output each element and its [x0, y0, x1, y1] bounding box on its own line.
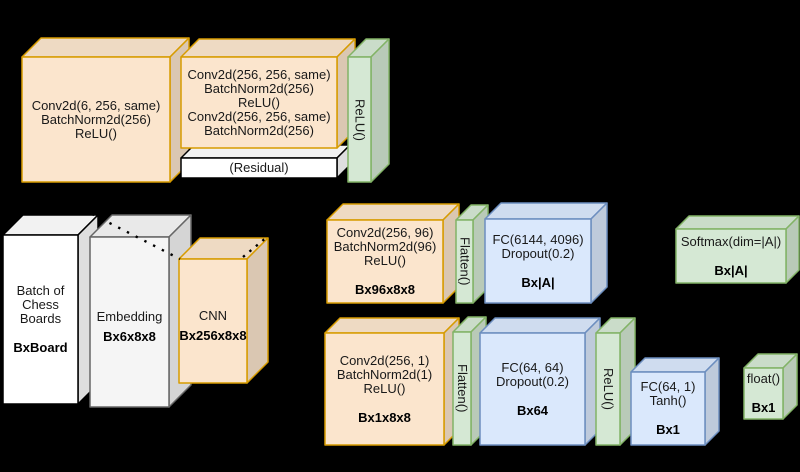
text-line: BatchNorm2d(96) — [333, 239, 437, 254]
tensor-dim-label: Bx|A| — [714, 262, 748, 278]
tensor-dim-label: Bx1 — [656, 422, 680, 437]
box-faces — [743, 353, 798, 420]
node-relu-block-label: ReLU() — [348, 57, 371, 182]
text-line: Softmax(dim=|A|) — [680, 233, 782, 249]
box-faces — [326, 203, 460, 304]
tensor-dim-label: Bx96x8x8 — [355, 282, 415, 297]
node-value-out: float() Bx1 — [743, 353, 798, 420]
node-conv-block-2-label: Conv2d(256, 256, same) BatchNorm2d(256) … — [181, 57, 337, 148]
node-embedding: Embedding Bx6x8x8 — [89, 214, 192, 408]
tensor-dim-label: BxBoard — [13, 340, 68, 355]
box-faces — [180, 38, 356, 149]
node-conv-block-1-label: Conv2d(6, 256, same) BatchNorm2d(256) Re… — [22, 57, 170, 182]
text-line: ReLU() — [601, 368, 616, 410]
node-value-fc1: FC(64, 64) Dropout(0.2) Bx64 — [479, 317, 601, 446]
text-line: Conv2d(256, 256, same) — [187, 66, 331, 82]
text-line: BatchNorm2d(256) — [41, 111, 151, 127]
box-faces — [21, 37, 190, 183]
text-line: Conv2d(256, 96) — [336, 225, 434, 240]
node-policy-conv: Conv2d(256, 96) BatchNorm2d(96) ReLU() B… — [326, 203, 460, 304]
box-faces — [630, 357, 720, 446]
text-line: ReLU() — [364, 253, 406, 268]
node-value-conv: Conv2d(256, 1) BatchNorm2d(1) ReLU() Bx1… — [324, 317, 460, 446]
text-line: Dropout(0.2) — [501, 245, 575, 261]
text-line: float() — [746, 371, 781, 386]
node-cnn: CNN Bx256x8x8 — [178, 237, 269, 384]
text-line: BatchNorm2d(1) — [336, 366, 433, 382]
node-conv-block-2: Conv2d(256, 256, same) BatchNorm2d(256) … — [180, 38, 356, 149]
node-cnn-label: CNN Bx256x8x8 — [179, 259, 247, 383]
box-faces — [675, 215, 800, 284]
node-conv-block-1: Conv2d(6, 256, same) BatchNorm2d(256) Re… — [21, 37, 190, 183]
text-line: Conv2d(6, 256, same) — [31, 97, 161, 113]
node-value-relu: ReLU() — [595, 317, 636, 446]
tensor-dim-label: Bx256x8x8 — [179, 328, 247, 343]
node-batch-input: Batch of Chess Boards BxBoard — [2, 214, 99, 405]
node-policy-softmax: Softmax(dim=|A|) Bx|A| — [675, 215, 800, 284]
node-policy-flatten-label: Flatten() — [456, 220, 473, 303]
text-line: ReLU() — [352, 98, 368, 141]
text-line: BatchNorm2d(256) — [204, 80, 314, 96]
node-policy-fc-label: FC(6144, 4096) Dropout(0.2) Bx|A| — [485, 219, 591, 303]
text-line: Boards — [19, 311, 62, 326]
node-value-relu-label: ReLU() — [596, 333, 620, 445]
tensor-dim-label: Bx6x8x8 — [103, 329, 156, 344]
node-value-fc1-label: FC(64, 64) Dropout(0.2) Bx64 — [480, 333, 585, 445]
node-residual: (Residual) — [180, 144, 351, 179]
tensor-dim-label: Bx|A| — [521, 274, 555, 290]
box-faces — [484, 202, 608, 304]
node-policy-softmax-label: Softmax(dim=|A|) Bx|A| — [676, 229, 786, 283]
node-batch-input-label: Batch of Chess Boards BxBoard — [3, 235, 78, 404]
box-faces — [178, 237, 269, 384]
text-line: Flatten() — [457, 237, 473, 286]
text-line: FC(64, 64) — [501, 359, 564, 375]
text-line: ReLU() — [238, 94, 280, 110]
text-line: (Residual) — [229, 160, 289, 175]
text-line: ReLU() — [363, 380, 406, 396]
text-line: ReLU() — [75, 125, 117, 141]
text-line: Chess — [22, 297, 59, 312]
box-faces — [347, 38, 390, 183]
node-value-out-label: float() Bx1 — [744, 368, 783, 419]
node-embedding-label: Embedding Bx6x8x8 — [90, 237, 169, 407]
node-relu-block: ReLU() — [347, 38, 390, 183]
text-line: Dropout(0.2) — [496, 373, 569, 389]
node-policy-conv-label: Conv2d(256, 96) BatchNorm2d(96) ReLU() B… — [327, 220, 443, 303]
node-value-fc2: FC(64, 1) Tanh() Bx1 — [630, 357, 720, 446]
tensor-dim-label: Bx64 — [516, 402, 549, 418]
text-line: FC(6144, 4096) — [492, 231, 584, 247]
text-line: CNN — [198, 308, 228, 323]
text-line: Embedding — [96, 309, 163, 324]
node-value-flatten-label: Flatten() — [453, 332, 471, 445]
text-line: BatchNorm2d(256) — [204, 122, 314, 138]
node-value-fc2-label: FC(64, 1) Tanh() Bx1 — [631, 372, 705, 445]
node-value-conv-label: Conv2d(256, 1) BatchNorm2d(1) ReLU() Bx1… — [325, 333, 444, 445]
node-residual-label: (Residual) — [181, 158, 337, 178]
text-line: Tanh() — [649, 393, 687, 408]
text-line: Batch of — [16, 283, 65, 298]
text-line: Conv2d(256, 1) — [339, 352, 430, 368]
text-line: FC(64, 1) — [640, 379, 696, 394]
tensor-dim-label: Bx1 — [751, 400, 776, 415]
text-line: Flatten() — [455, 364, 470, 413]
node-policy-flatten: Flatten() — [455, 204, 489, 304]
text-line: Conv2d(256, 256, same) — [187, 108, 331, 124]
tensor-dim-label: Bx1x8x8 — [358, 409, 411, 425]
node-policy-fc: FC(6144, 4096) Dropout(0.2) Bx|A| — [484, 202, 608, 304]
